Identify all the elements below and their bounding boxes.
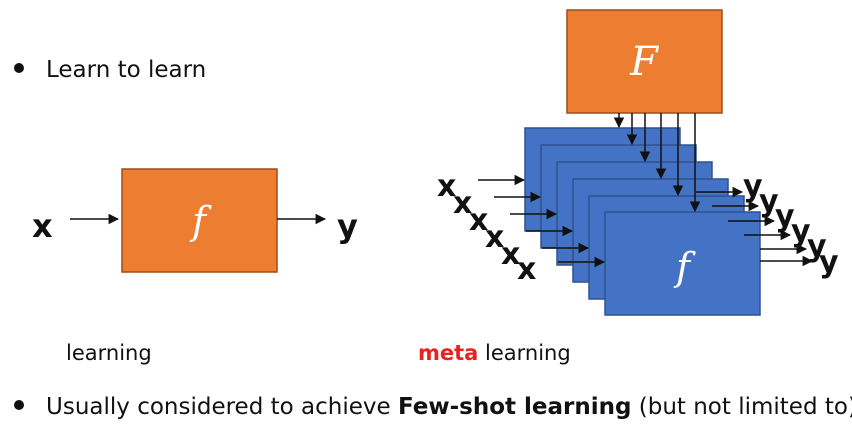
bullet-learn-to-learn: Learn to learn — [14, 57, 206, 83]
task-output-y-3: y — [775, 199, 795, 234]
task-input-x-4: x — [485, 220, 504, 255]
bullet-dot — [14, 62, 24, 73]
task-output-y-5: y — [807, 229, 827, 264]
meta-function-F-box — [566, 9, 723, 114]
task-input-x-3: x — [469, 203, 488, 238]
few-shot-bold: Few-shot learning — [397, 394, 632, 420]
task-input-x-2: x — [453, 186, 472, 221]
bullet-dot — [14, 399, 24, 410]
task-output-y-1: y — [743, 169, 763, 204]
task-output-y-2: y — [759, 184, 779, 219]
learning-caption: learning — [66, 341, 152, 365]
meta-learning-caption: meta learning — [418, 341, 571, 365]
meta-caption-rest: learning — [478, 341, 571, 365]
learning-diagram: x f y — [32, 168, 358, 273]
meta-diagram: F f x x x x x x — [437, 9, 839, 316]
input-x-label: x — [32, 207, 53, 245]
task-output-y-4: y — [791, 214, 811, 249]
task-output-y-6: y — [819, 245, 839, 280]
task-input-x-5: x — [501, 237, 520, 272]
meta-highlight: meta — [418, 341, 479, 365]
bullet-prefix: Usually considered to achieve — [46, 394, 398, 420]
bullet-few-shot: Usually considered to achieve Few-shot l… — [14, 394, 852, 420]
bullet-text: Learn to learn — [46, 57, 207, 83]
task-input-x-6: x — [517, 252, 536, 287]
meta-function-F-label: F — [629, 39, 659, 85]
task-input-x-1: x — [437, 169, 456, 204]
F-to-f-arrows — [613, 113, 701, 213]
task-input-arrows — [478, 174, 606, 268]
function-f-box — [121, 168, 278, 273]
output-y-label: y — [337, 207, 358, 245]
task-output-arrows — [696, 186, 814, 267]
bullet-suffix: (but not limited to) — [631, 394, 852, 420]
